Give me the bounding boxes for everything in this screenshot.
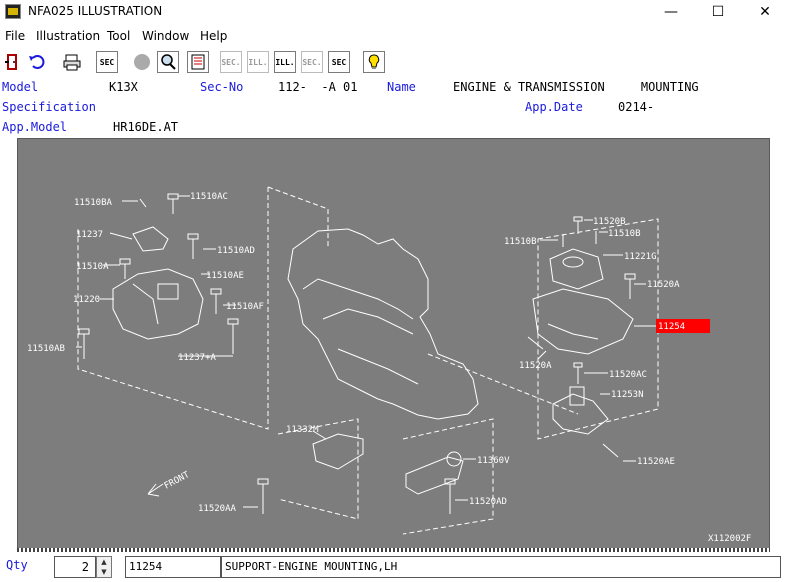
part-label[interactable]: 11237 xyxy=(76,230,103,240)
section-query-button[interactable]: SEC xyxy=(328,51,350,73)
menu-illustration[interactable]: Illustration xyxy=(36,29,101,43)
secno-label: Sec-No xyxy=(200,80,244,94)
illustration-code: X112002F xyxy=(708,534,751,544)
part-number-field[interactable]: 11254 xyxy=(125,556,221,578)
part-label[interactable]: 11520AC xyxy=(609,370,647,380)
qty-input[interactable]: 2 xyxy=(54,556,96,578)
qty-label: Qty xyxy=(6,558,28,572)
exit-door-icon[interactable] xyxy=(2,51,24,73)
specification-label: Specification xyxy=(2,100,96,114)
selection-bar: Qty 2 ▲ ▼ 11254 SUPPORT-ENGINE MOUNTING,… xyxy=(0,552,787,582)
search-zoom-icon[interactable] xyxy=(157,51,179,73)
part-label[interactable]: 11360V xyxy=(477,456,510,466)
part-label[interactable]: 11520AE xyxy=(637,457,675,467)
illustration-canvas[interactable]: 11510BA 11510AC 11237 11510AD 11510A 115… xyxy=(17,138,770,549)
part-label[interactable]: 11510BA xyxy=(74,198,113,208)
appmodel-value: HR16DE.AT xyxy=(113,120,179,134)
app-icon xyxy=(5,4,21,19)
part-label[interactable]: 11520B xyxy=(593,217,626,227)
part-label[interactable]: 11520A xyxy=(647,280,680,290)
qty-spinner[interactable]: ▲ ▼ xyxy=(96,556,112,578)
next-illustration-button[interactable]: ILL. xyxy=(274,51,296,73)
appdate-label: App.Date xyxy=(525,100,583,114)
prev-illustration-button[interactable]: ILL. xyxy=(247,51,269,73)
print-icon[interactable] xyxy=(61,51,83,73)
close-button[interactable]: ✕ xyxy=(759,4,771,20)
toolbar: SEC SEC. ILL. ILL. SEC. SEC xyxy=(0,50,787,78)
part-label[interactable]: 11510B xyxy=(504,237,537,247)
window-title: NFA025 ILLUSTRATION xyxy=(28,4,163,18)
part-label[interactable]: 11510A xyxy=(76,262,109,272)
appmodel-label: App.Model xyxy=(2,120,68,134)
part-label[interactable]: 11520A xyxy=(519,361,552,371)
help-hint-icon[interactable] xyxy=(363,51,385,73)
part-label[interactable]: 11332M xyxy=(286,425,319,435)
part-description-field[interactable]: SUPPORT-ENGINE MOUNTING,LH xyxy=(221,556,781,578)
section-button[interactable]: SEC xyxy=(96,51,118,73)
prev-section-button[interactable]: SEC. xyxy=(220,51,242,73)
secno-value: 112- -A 01 xyxy=(278,80,358,94)
divider xyxy=(17,548,770,552)
next-section-button[interactable]: SEC. xyxy=(301,51,323,73)
part-label[interactable]: 11253N xyxy=(611,390,644,400)
menu-file[interactable]: File xyxy=(5,29,26,43)
part-label[interactable]: 11237+A xyxy=(178,353,217,363)
part-label[interactable]: 11510AF xyxy=(226,302,264,312)
front-indicator: FRONT xyxy=(163,470,192,492)
part-label[interactable]: 11510AE xyxy=(206,271,244,281)
part-label[interactable]: 11520AD xyxy=(469,497,507,507)
model-value: K13X xyxy=(109,80,138,94)
model-label: Model xyxy=(2,80,39,94)
spin-down-icon[interactable]: ▼ xyxy=(101,568,107,576)
part-label[interactable]: 11220 xyxy=(73,295,100,305)
name-label: Name xyxy=(387,80,416,94)
menu-window[interactable]: Window xyxy=(142,29,190,43)
part-label[interactable]: 11510B xyxy=(608,229,641,239)
name-value: ENGINE & TRANSMISSION MOUNTING xyxy=(453,80,699,94)
menu-tool[interactable]: Tool xyxy=(107,29,131,43)
book-icon[interactable] xyxy=(187,51,209,73)
illustration-drawing: 11510BA 11510AC 11237 11510AD 11510A 115… xyxy=(27,186,751,544)
part-label[interactable]: 11520AA xyxy=(198,504,237,514)
part-label[interactable]: 11510AD xyxy=(217,246,255,256)
menu-help[interactable]: Help xyxy=(200,29,228,43)
part-label[interactable]: 11510AB xyxy=(27,344,65,354)
appdate-value: 0214- xyxy=(618,100,655,114)
stop-circle-icon[interactable] xyxy=(131,51,153,73)
menu-bar: File Illustration Tool Window Help xyxy=(0,26,787,46)
part-label[interactable]: 11510AC xyxy=(190,192,228,202)
minimize-button[interactable]: — xyxy=(664,4,678,20)
maximize-button[interactable]: ☐ xyxy=(711,4,725,20)
undo-icon[interactable] xyxy=(26,51,48,73)
part-label[interactable]: 11221G xyxy=(624,252,657,262)
part-label-highlighted[interactable]: 11254 xyxy=(658,322,685,332)
title-bar: NFA025 ILLUSTRATION — ☐ ✕ xyxy=(0,0,787,24)
spin-up-icon[interactable]: ▲ xyxy=(101,558,107,566)
